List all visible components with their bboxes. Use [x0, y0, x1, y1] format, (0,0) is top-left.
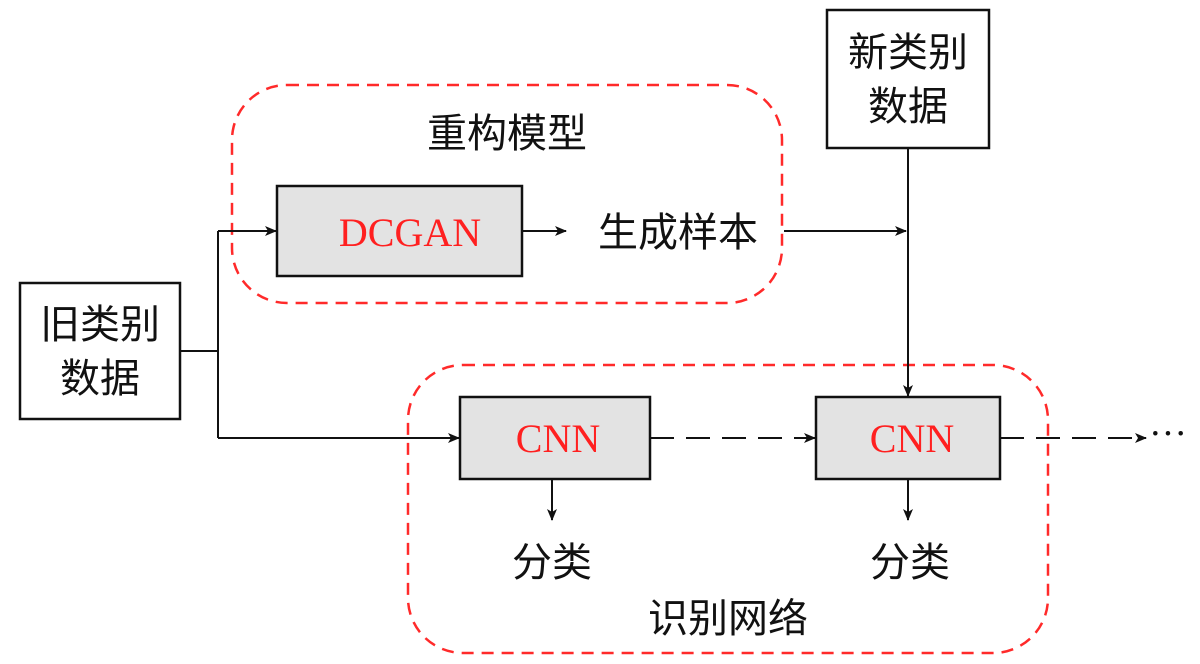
connectors	[180, 148, 1147, 521]
cnn-1-node: CNN	[458, 395, 652, 481]
old-class-data-node: 旧类别 数据	[18, 281, 182, 421]
reconstruction-model-border	[230, 83, 784, 305]
new-class-data-label-line2: 数据	[868, 84, 948, 130]
new-class-data-node: 新类别 数据	[825, 8, 991, 150]
generated-samples-label: 生成样本	[598, 210, 758, 256]
old-class-data-label-line1: 旧类别	[40, 302, 160, 348]
old-class-data-label-line2: 数据	[60, 356, 140, 402]
continuation-ellipsis: ···	[1149, 413, 1187, 455]
recognition-network-group: 识别网络	[406, 363, 1050, 655]
recognition-network-border	[406, 363, 1050, 655]
cnn-2-label: CNN	[870, 416, 954, 461]
cnn-2-node: CNN	[814, 395, 1002, 481]
cnn-1-label: CNN	[516, 416, 600, 461]
reconstruction-model-title: 重构模型	[427, 111, 587, 157]
new-class-data-label-line1: 新类别	[848, 30, 968, 76]
recognition-network-title: 识别网络	[648, 596, 808, 642]
dcgan-node: DCGAN	[275, 184, 524, 278]
dcgan-box	[275, 184, 524, 278]
reconstruction-model-group: 重构模型	[230, 83, 784, 305]
cnn-1-box	[458, 395, 652, 481]
new-class-data-box	[825, 8, 991, 150]
old-class-data-box	[18, 281, 182, 421]
classify-2-label: 分类	[870, 540, 950, 586]
dcgan-label: DCGAN	[339, 210, 481, 255]
classify-1-label: 分类	[512, 540, 592, 586]
